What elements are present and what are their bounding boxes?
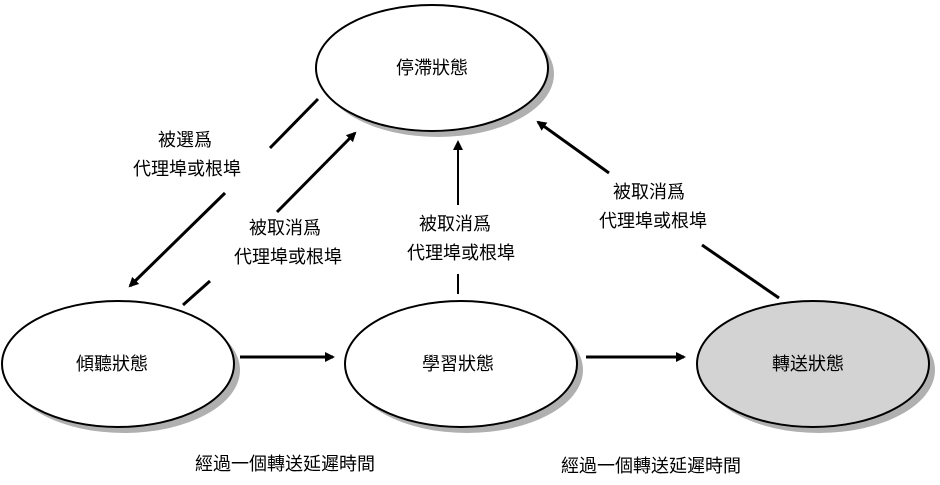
state-forwarding: 轉送狀態 xyxy=(696,300,935,433)
arrow-blocking-to-listening xyxy=(128,191,227,288)
label-selected-line1: 被選爲 xyxy=(158,130,212,151)
state-listening-label: 傾聽狀態 xyxy=(76,354,148,375)
state-learning-label: 學習狀態 xyxy=(422,354,494,375)
label-forward-delay-1: 經過一個轉送延遲時間 xyxy=(195,454,375,475)
label-learning-cancel-line2: 代理埠或根埠 xyxy=(407,243,515,264)
label-forwarding-cancel-line2: 代理埠或根埠 xyxy=(599,211,707,232)
label-forwarding-cancel-line1: 被取消爲 xyxy=(613,182,685,203)
state-blocking-label: 停滯狀態 xyxy=(396,58,468,79)
arrow-listening-to-blocking-lower xyxy=(182,279,211,307)
arrow-forwarding-to-blocking xyxy=(536,120,610,175)
arrow-listening-to-blocking xyxy=(275,131,357,214)
label-selected-line2: 代理埠或根埠 xyxy=(133,159,241,180)
state-listening: 傾聽狀態 xyxy=(1,300,240,433)
state-learning: 學習狀態 xyxy=(344,300,583,433)
arrow-forwarding-to-blocking-lower xyxy=(701,243,780,300)
label-listening-cancel-line1: 被取消爲 xyxy=(249,218,321,239)
label-learning-cancel-line1: 被取消爲 xyxy=(419,214,491,235)
state-blocking: 停滯狀態 xyxy=(315,4,554,137)
label-listening-cancel-line2: 代理埠或根埠 xyxy=(234,247,342,268)
arrow-blocking-to-listening-upper xyxy=(268,97,320,150)
label-forward-delay-2: 經過一個轉送延遲時間 xyxy=(561,456,741,477)
state-forwarding-label: 轉送狀態 xyxy=(772,354,844,375)
